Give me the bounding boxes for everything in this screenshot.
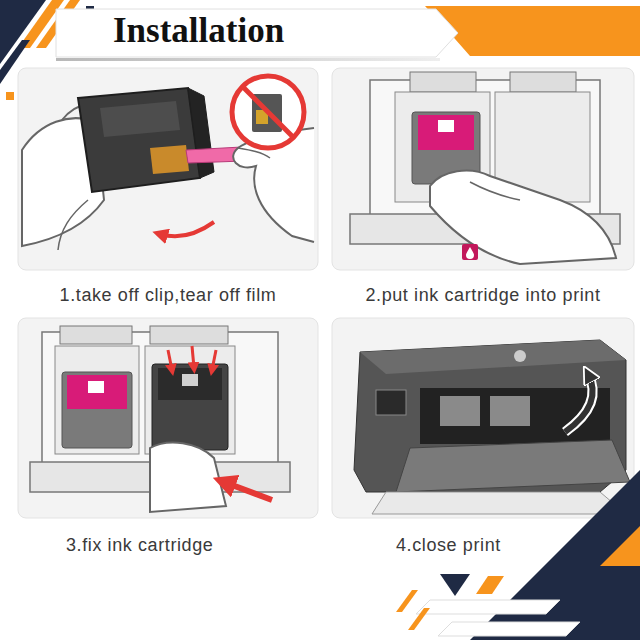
carriage-fix-drawing-part [145, 346, 235, 454]
cartridge-film-drawing-part [160, 222, 214, 236]
corner-decoration-part [6, 92, 14, 100]
cartridge-film-drawing-part [188, 88, 214, 178]
step-panel: 2.put ink cartridge into print [332, 68, 634, 313]
printer-drawing-part [360, 340, 626, 374]
carriage-fix-drawing-part [212, 350, 216, 370]
page-title: Installation [113, 11, 284, 51]
cartridge-film-drawing-part [232, 76, 304, 148]
printer-drawing-part [372, 492, 626, 514]
carriage-insert-drawing-part [438, 120, 454, 132]
step-caption: 2.put ink cartridge into print [363, 284, 602, 306]
carriage-fix-drawing-part [168, 350, 172, 370]
printer-drawing-part [396, 440, 630, 492]
step-caption: 1.take off clip,tear off film [58, 284, 279, 306]
printer-drawing-part [565, 374, 593, 432]
step-caption: 3.fix ink cartridge [64, 534, 215, 556]
carriage-insert-drawing-part [462, 244, 478, 260]
carriage-fix-drawing-part [150, 326, 228, 344]
step-panel: 1.take off clip,tear off film [18, 68, 318, 313]
cartridge-film-drawing-part [58, 200, 88, 250]
title-banner-part [56, 58, 440, 61]
panel-frame-part [18, 68, 318, 270]
carriage-insert-drawing-part [430, 171, 616, 264]
corner-decoration-part [476, 576, 504, 594]
corner-decoration-part [438, 622, 580, 636]
printer-drawing-part [490, 396, 530, 426]
panel-frame-part [332, 68, 634, 270]
carriage-insert-drawing-part [466, 247, 474, 259]
carriage-fix-drawing-part [152, 364, 228, 450]
cartridge-film-drawing-part [100, 101, 180, 137]
printer-drawing-part [514, 350, 526, 362]
title-banner-part [56, 9, 458, 57]
carriage-fix-drawing-part [192, 346, 194, 368]
carriage-fix-drawing-part [62, 372, 132, 448]
printer-drawing-part [376, 390, 406, 415]
printer-drawing [354, 340, 630, 514]
carriage-insert-drawing [350, 72, 620, 264]
cartridge-film-drawing-part [78, 88, 200, 192]
panel-frame [18, 68, 634, 518]
title-banner [56, 6, 640, 61]
carriage-fix-drawing-part [60, 326, 132, 344]
panel-frame-part [18, 318, 318, 518]
title-banner-part [425, 6, 640, 56]
printer-drawing-part [440, 396, 480, 426]
corner-decoration-part [416, 600, 560, 614]
carriage-fix-drawing-part [67, 375, 127, 409]
carriage-fix-drawing-part [55, 346, 139, 454]
carriage-insert-drawing-part [410, 72, 476, 92]
corner-decoration-part [396, 590, 418, 612]
printer-drawing-part [565, 374, 593, 432]
panel-frame-part [332, 318, 634, 518]
carriage-fix-drawing-part [182, 374, 198, 386]
step-caption: 4.close print [394, 534, 503, 556]
corner-decoration-part [408, 608, 430, 630]
cartridge-film-drawing [22, 76, 314, 250]
carriage-insert-drawing-part [510, 72, 576, 92]
carriage-fix-drawing [30, 326, 290, 512]
cartridge-film-drawing-part [243, 87, 293, 137]
step-panel: 4.close print [332, 318, 634, 563]
carriage-insert-drawing-part [418, 115, 474, 150]
step-panel: 3.fix ink cartridge [18, 318, 318, 563]
cartridge-film-drawing-part [150, 145, 189, 174]
corner-decoration-part [440, 574, 470, 596]
carriage-fix-drawing-part [224, 482, 272, 500]
corner-decoration-part [600, 526, 640, 566]
carriage-fix-drawing-part [150, 443, 226, 512]
carriage-insert-drawing-part [470, 182, 520, 200]
carriage-fix-drawing-part [158, 368, 222, 400]
carriage-fix-drawing-part [88, 381, 104, 393]
